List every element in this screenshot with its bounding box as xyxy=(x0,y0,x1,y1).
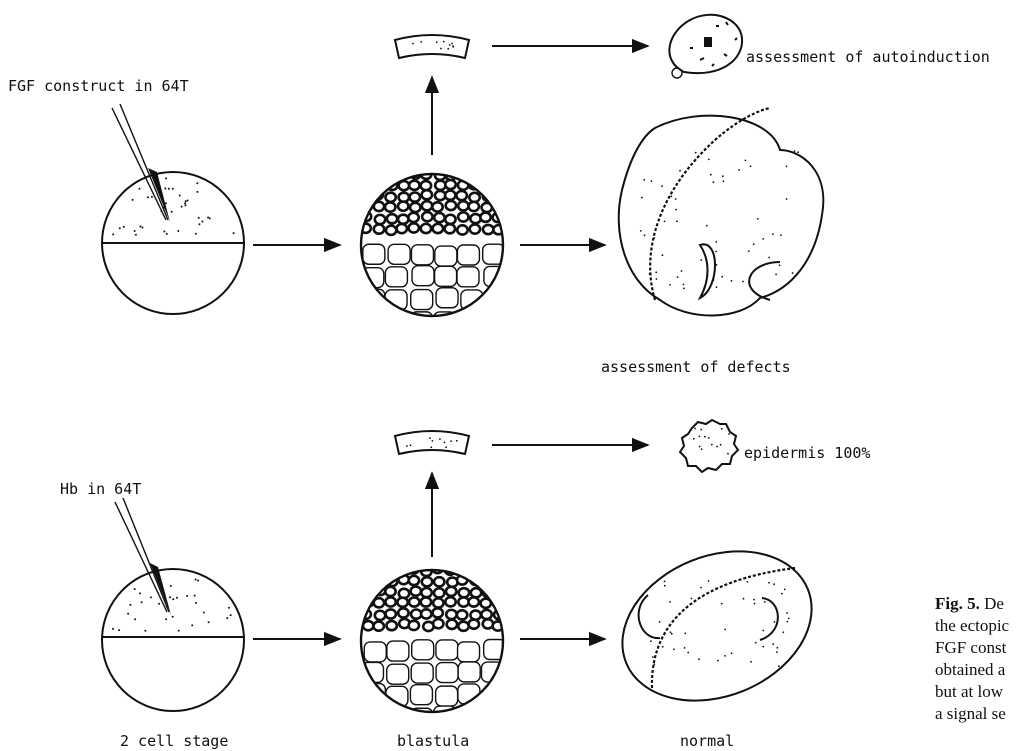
stage-label-normal: normal xyxy=(680,732,734,750)
injection-needle xyxy=(112,104,170,222)
top-two-cell-egg xyxy=(102,104,244,314)
bottom-two-cell-egg xyxy=(102,498,244,711)
caption-line-2: FGF const xyxy=(935,638,1007,657)
top-row: FGF construct in 64T a xyxy=(8,15,990,376)
bottom-animal-cap xyxy=(395,431,469,454)
caption-fig-label: Fig. 5. xyxy=(935,594,980,613)
autoinduction-label: assessment of autoinduction xyxy=(746,48,990,66)
top-blastula xyxy=(360,168,530,354)
caption-line-0: De xyxy=(980,594,1004,613)
hb-injection-label: Hb in 64T xyxy=(60,480,141,498)
stage-label-two-cell: 2 cell stage xyxy=(120,732,228,750)
caption-line-4: but at low xyxy=(935,682,1004,701)
defects-label: assessment of defects xyxy=(601,358,791,376)
caption-line-1: the ectopic xyxy=(935,616,1010,635)
epidermis-label: epidermis 100% xyxy=(744,444,870,462)
injection-needle xyxy=(115,498,171,615)
figure-caption: Fig. 5. De the ectopic FGF const obtaine… xyxy=(935,594,1010,723)
caption-line-3: obtained a xyxy=(935,660,1006,679)
bottom-row: Hb in 64T epidermis 100% xyxy=(60,420,870,750)
stage-label-blastula: blastula xyxy=(397,732,469,750)
caption-line-5: a signal se xyxy=(935,704,1006,723)
induced-explant xyxy=(669,15,742,78)
top-animal-cap xyxy=(395,35,469,58)
epidermis-explant xyxy=(680,420,738,472)
svg-text:Fig. 5. De: Fig. 5. De xyxy=(935,594,1004,613)
bottom-blastula xyxy=(361,564,531,750)
fgf-injection-label: FGF construct in 64T xyxy=(8,77,189,95)
normal-embryo xyxy=(600,524,834,727)
defective-embryo xyxy=(619,108,824,316)
